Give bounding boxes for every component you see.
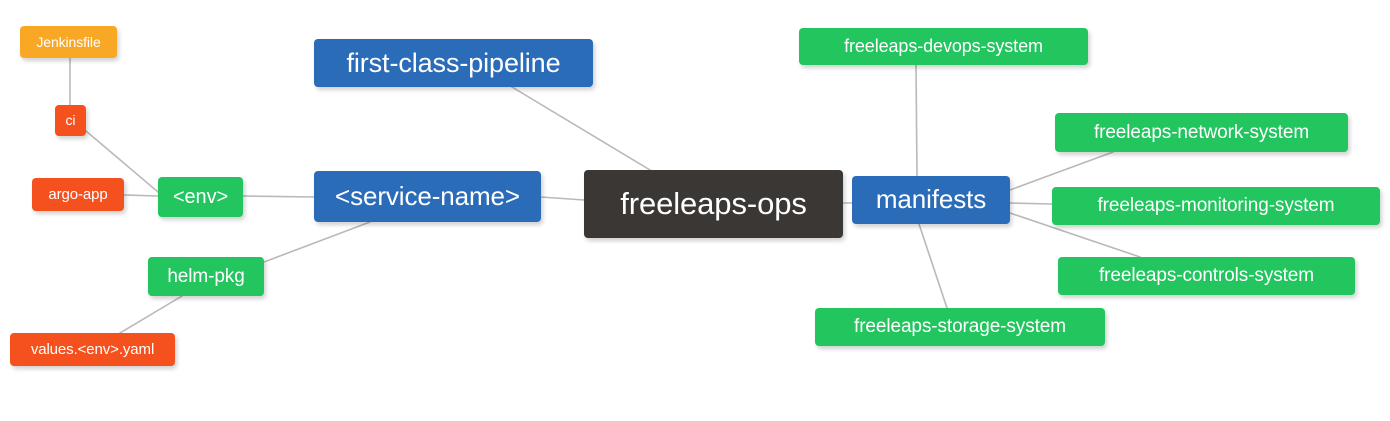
- edge-helm-pkg-to-service-name: [263, 221, 371, 263]
- edge-manifests-to-devops-system: [915, 64, 918, 177]
- node-manifests[interactable]: manifests: [852, 176, 1010, 224]
- node-argo-app[interactable]: argo-app: [32, 178, 124, 211]
- node-storage-system[interactable]: freeleaps-storage-system: [815, 308, 1105, 346]
- node-label-network-system: freeleaps-network-system: [1093, 121, 1310, 143]
- node-label-env: <env>: [172, 185, 229, 208]
- edge-manifests-to-network-system: [1009, 151, 1114, 191]
- node-service-name[interactable]: <service-name>: [314, 171, 541, 222]
- node-label-monitoring-system: freeleaps-monitoring-system: [1097, 195, 1335, 217]
- edge-env-to-service-name: [242, 195, 315, 198]
- node-label-first-class-pipeline: first-class-pipeline: [346, 47, 561, 78]
- node-jenkinsfile[interactable]: Jenkinsfile: [20, 26, 117, 58]
- node-label-argo-app: argo-app: [48, 185, 108, 203]
- node-controls-system[interactable]: freeleaps-controls-system: [1058, 257, 1355, 295]
- edge-first-class-pipeline-to-freeleaps-ops: [511, 86, 651, 171]
- node-label-storage-system: freeleaps-storage-system: [854, 316, 1066, 338]
- node-helm-pkg[interactable]: helm-pkg: [148, 257, 264, 296]
- node-devops-system[interactable]: freeleaps-devops-system: [799, 28, 1088, 65]
- edge-values-yaml-to-helm-pkg: [119, 295, 183, 334]
- node-label-jenkinsfile: Jenkinsfile: [36, 33, 101, 50]
- node-values-yaml[interactable]: values.<env>.yaml: [10, 333, 175, 366]
- node-env[interactable]: <env>: [158, 177, 243, 217]
- node-label-manifests: manifests: [875, 184, 987, 215]
- edge-argo-app-to-env: [123, 194, 159, 197]
- node-freeleaps-ops[interactable]: freeleaps-ops: [584, 170, 843, 238]
- node-label-freeleaps-ops: freeleaps-ops: [620, 185, 807, 221]
- node-label-ci: ci: [65, 112, 76, 129]
- edge-service-name-to-freeleaps-ops: [540, 196, 585, 201]
- node-ci[interactable]: ci: [55, 105, 86, 136]
- node-label-service-name: <service-name>: [334, 180, 521, 211]
- node-monitoring-system[interactable]: freeleaps-monitoring-system: [1052, 187, 1380, 225]
- node-label-values-yaml: values.<env>.yaml: [30, 340, 155, 358]
- node-label-controls-system: freeleaps-controls-system: [1098, 265, 1315, 287]
- node-first-class-pipeline[interactable]: first-class-pipeline: [314, 39, 593, 87]
- node-label-devops-system: freeleaps-devops-system: [844, 36, 1043, 57]
- node-label-helm-pkg: helm-pkg: [167, 265, 245, 287]
- edge-manifests-to-storage-system: [918, 223, 948, 309]
- node-network-system[interactable]: freeleaps-network-system: [1055, 113, 1348, 152]
- edge-manifests-to-monitoring-system: [1009, 202, 1053, 205]
